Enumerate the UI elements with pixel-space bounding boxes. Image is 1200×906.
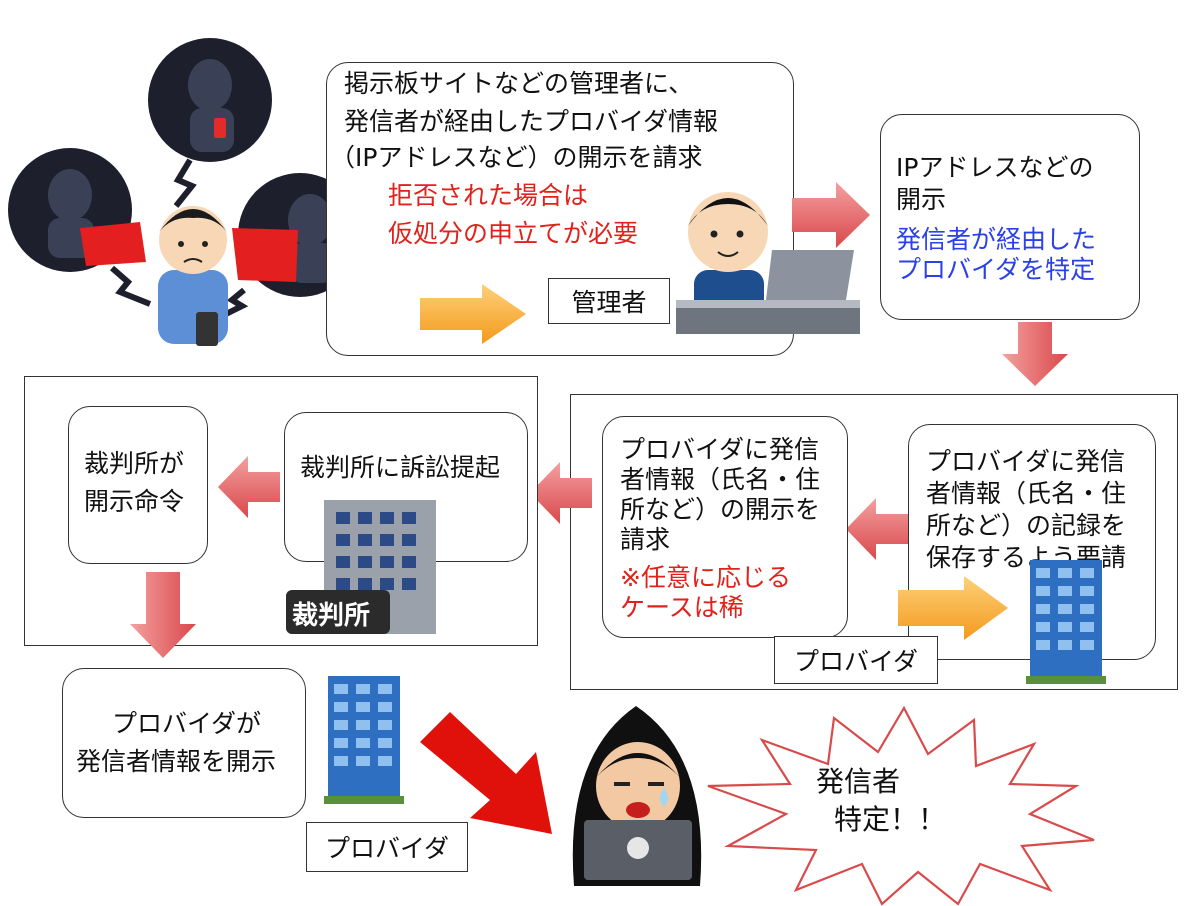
arrow-disclosure-to-preserve <box>1002 322 1068 386</box>
rare-warning-line-1: ※任意に応じる <box>620 563 791 592</box>
burst-line-2: 特定！！ <box>834 803 947 836</box>
arrow-lawsuit-to-order <box>218 456 280 518</box>
provider-request-line-2: 者情報（氏名・住 <box>620 465 821 494</box>
arrow-preserve-to-request <box>846 498 908 560</box>
refusal-warning-line-2: 仮処分の申立てが必要 <box>388 219 639 248</box>
orange-arrow-provider <box>898 576 1008 640</box>
provider-label-2: プロバイダ <box>306 822 468 872</box>
arrow-order-to-final <box>130 572 196 658</box>
court-sign: 裁判所 <box>292 601 371 631</box>
disclosure-line-1: IPアドレスなどの <box>896 153 1094 182</box>
provider-request-line-1: プロバイダに発信 <box>620 435 820 464</box>
request-line-3: （IPアドレスなど）の開示を請求 <box>330 143 703 172</box>
request-line-2: 発信者が経由したプロバイダ情報 <box>344 107 719 136</box>
victim-attackers-illustration <box>0 0 362 360</box>
final-line-1: プロバイダが <box>112 709 262 738</box>
provider-building-icon-bottom <box>324 676 404 804</box>
preserve-line-2: 者情報（氏名・住 <box>926 479 1127 508</box>
request-line-1: 掲示板サイトなどの管理者に、 <box>344 69 694 98</box>
provider-building-icon <box>1026 560 1106 684</box>
provider-request-line-3: 所など）の開示を <box>620 495 821 524</box>
court-order-line-2: 開示命令 <box>84 487 185 516</box>
arrow-request-to-disclosure <box>792 182 870 248</box>
final-line-2: 発信者情報を開示 <box>76 747 277 776</box>
court-building-icon <box>286 500 436 634</box>
provider-label-1: プロバイダ <box>774 636 938 684</box>
arrow-to-identified-sender <box>420 712 552 834</box>
disclosure-line-2: 開示 <box>896 185 947 214</box>
identified-burst <box>707 705 1095 906</box>
hooded-sender-illustration <box>572 706 702 886</box>
court-order-box <box>68 406 208 564</box>
admin-at-laptop-illustration <box>676 192 860 334</box>
ip-disclosure-box <box>880 114 1140 320</box>
identify-provider-line-1: 発信者が経由した <box>896 225 1097 254</box>
refusal-warning-line-1: 拒否された場合は <box>388 181 589 210</box>
provider-disclosure-request-box <box>602 416 848 638</box>
admin-label: 管理者 <box>548 278 670 324</box>
rare-warning-line-2: ケースは稀 <box>620 593 744 622</box>
arrow-request-to-lawsuit <box>530 462 592 524</box>
provider-request-line-4: 請求 <box>620 525 671 554</box>
orange-arrow-admin <box>420 284 526 344</box>
preserve-line-3: 所など）の記録を <box>926 511 1127 540</box>
identify-provider-line-2: プロバイダを特定 <box>896 255 1096 284</box>
court-order-line-1: 裁判所が <box>84 449 185 478</box>
preserve-line-1: プロバイダに発信 <box>926 447 1126 476</box>
final-disclosure-box <box>62 668 306 818</box>
lawsuit-text: 裁判所に訴訟提起 <box>300 453 501 482</box>
burst-line-1: 発信者 <box>816 765 901 798</box>
